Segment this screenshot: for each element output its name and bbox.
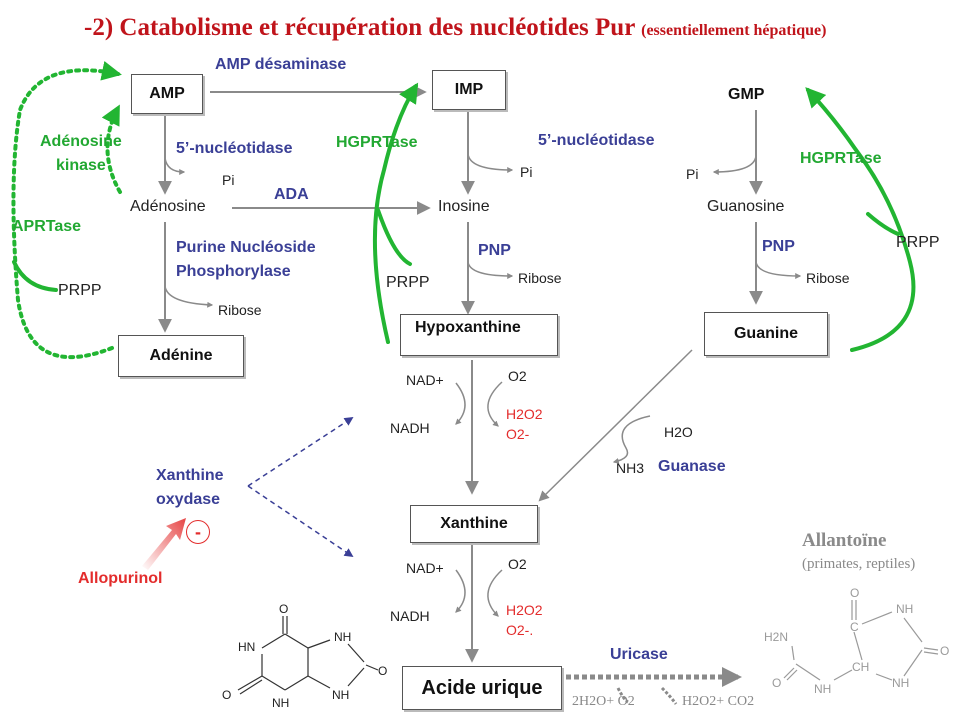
allantoin-atom-o-left: O [772, 676, 782, 690]
uricase-label: Uricase [610, 646, 668, 663]
uricase-reactants: 2H2O+ O2 [572, 694, 635, 709]
superoxide-1-label: O2- [506, 426, 530, 442]
gmp-label: GMP [728, 86, 765, 103]
adenosine-kinase-line-2: kinase [55, 157, 106, 174]
nad-1-label: NAD+ [406, 372, 444, 388]
prpp-left-label: PRPP [58, 282, 102, 299]
nucleotidase-left-label: 5’-nucléotidase [176, 140, 293, 157]
nh3-label: NH3 [616, 460, 645, 476]
uric-acid-label: Acide urique [421, 676, 543, 699]
allantoin-note: (primates, reptiles) [802, 556, 916, 572]
amp-box: AMP [131, 74, 203, 114]
uric-acid-atom-nh-top: NH [334, 630, 352, 644]
nucleotidase-right-label: 5’-nucléotidase [538, 132, 655, 149]
o2-1-label: O2 [508, 368, 527, 384]
h2o2-1-label: H2O2 [506, 406, 543, 422]
allantoin-label: Allantoïne [802, 530, 887, 551]
title-main: -2) Catabolisme et récupération des nucl… [84, 14, 635, 41]
uric-acid-box: Acide urique [402, 666, 562, 710]
allantoin-atom-ch: CH [852, 660, 870, 674]
h2o2-2-label: H2O2 [506, 602, 543, 618]
hypoxanthine-box: Hypoxanthine [400, 314, 558, 356]
hypoxanthine-label: Hypoxanthine [415, 319, 521, 336]
o2-2-label: O2 [508, 556, 527, 572]
allantoin-atom-h2n: H2N [764, 630, 789, 644]
adenosine-kinase-label: Adénosine kinase [40, 130, 122, 178]
pnp-line-1: Purine Nucléoside [176, 239, 316, 256]
ada-label: ADA [274, 186, 309, 203]
adenosine-kinase-line-1: Adénosine [40, 133, 122, 150]
inhibition-minus-icon: - [186, 520, 210, 544]
allantoin-atom-nh-bottom: NH [814, 682, 832, 696]
adenine-box: Adénine [118, 335, 244, 377]
guanine-label: Guanine [733, 325, 798, 342]
guanase-label: Guanase [658, 458, 726, 475]
amp-label: AMP [149, 85, 185, 102]
imp-box: IMP [432, 70, 506, 110]
aprtase-label: APRTase [12, 218, 82, 235]
allantoin-atom-o-right: O [940, 644, 950, 658]
xanthine-label: Xanthine [440, 515, 508, 532]
allantoin-atom-c: C [850, 620, 859, 634]
uric-acid-atom-o-left: O [222, 688, 232, 702]
guanosine-label: Guanosine [707, 198, 785, 215]
inosine-label: Inosine [438, 198, 490, 215]
xanthine-box: Xanthine [410, 505, 538, 543]
xanthine-oxidase-label: Xanthine oxydase [156, 464, 224, 512]
allantoin-atom-o-top: O [850, 586, 860, 600]
prpp-mid-label: PRPP [386, 274, 430, 291]
h2o-label: H2O [664, 424, 693, 440]
page-title: -2) Catabolisme et récupération des nucl… [84, 14, 826, 42]
pnp-guanosine-label: PNP [762, 238, 795, 255]
ribose-guanosine-label: Ribose [806, 270, 850, 286]
pnp-inosine-label: PNP [478, 242, 511, 259]
hgprtase-gmp-label: HGPRTase [800, 150, 882, 167]
hgprtase-imp-label: HGPRTase [336, 134, 418, 151]
superoxide-2-label: O2-. [506, 622, 534, 638]
uric-acid-atom-nh-right: NH [332, 688, 350, 702]
pi-amp-label: Pi [222, 172, 235, 188]
purine-nucleoside-phosphorylase-label: Purine Nucléoside Phosphorylase [176, 236, 316, 284]
uric-acid-atom-o-right: O [378, 664, 388, 678]
amp-deaminase-label: AMP désaminase [215, 56, 347, 73]
uricase-products: H2O2+ CO2 [682, 694, 755, 709]
allantoin-atom-nh-top: NH [896, 602, 914, 616]
uric-acid-atom-nh-bottom: NH [272, 696, 290, 710]
uric-acid-structure-bonds [237, 616, 379, 695]
adenine-label: Adénine [149, 347, 213, 364]
nadh-1-label: NADH [390, 420, 430, 436]
adenosine-label: Adénosine [130, 198, 206, 215]
xanthine-oxidase-line-2: oxydase [156, 491, 221, 508]
ribose-adenosine-label: Ribose [218, 302, 262, 318]
inhibition-sign: - [195, 522, 201, 542]
nad-2-label: NAD+ [406, 560, 444, 576]
allopurinol-label: Allopurinol [78, 570, 163, 587]
title-subtitle: (essentiellement hépatique) [641, 22, 827, 39]
pi-imp-label: Pi [520, 164, 533, 180]
pnp-line-2: Phosphorylase [176, 263, 291, 280]
guanine-box: Guanine [704, 312, 828, 356]
pi-gmp-label: Pi [686, 166, 699, 182]
prpp-right-label: PRPP [896, 234, 940, 251]
allantoin-structure-bonds [783, 600, 939, 681]
ribose-inosine-label: Ribose [518, 270, 562, 286]
uric-acid-atom-o-top: O [279, 602, 289, 616]
nadh-2-label: NADH [390, 608, 430, 624]
xanthine-oxidase-line-1: Xanthine [156, 467, 224, 484]
imp-label: IMP [454, 81, 484, 98]
allantoin-atom-nh-right: NH [892, 676, 910, 690]
uric-acid-atom-hn: HN [238, 640, 256, 654]
